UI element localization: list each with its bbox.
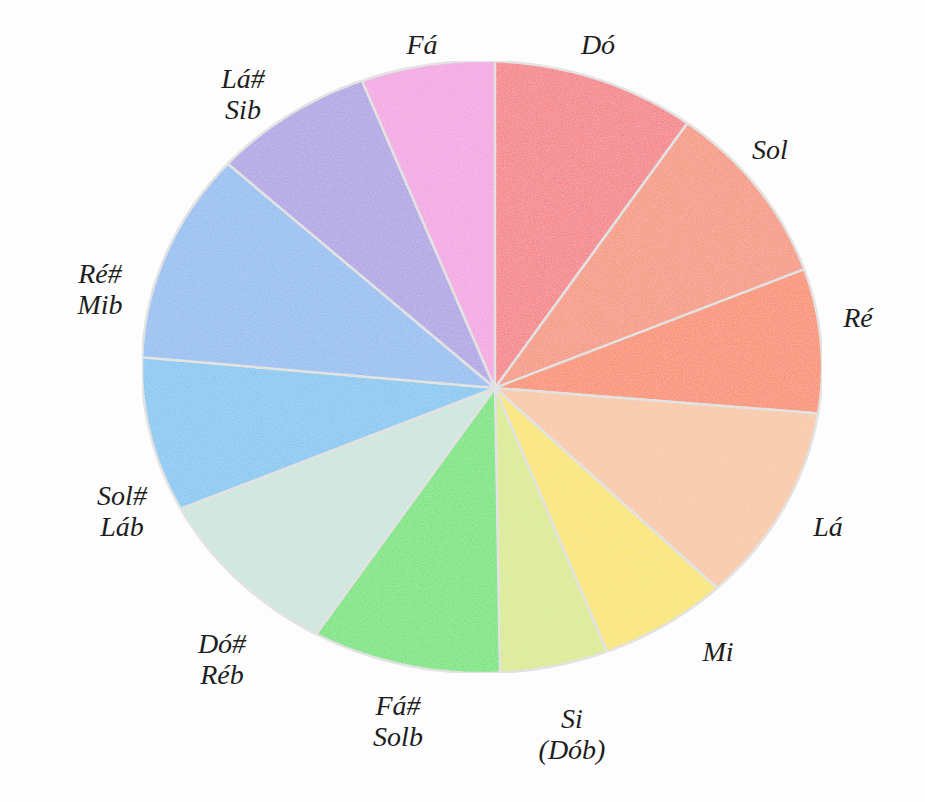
note-label: Sol [752,135,788,166]
note-label: Dó [581,30,615,61]
note-label: Dó# Réb [198,629,246,691]
note-label: Sol# Láb [97,481,147,543]
note-label: Fá [406,30,437,61]
color-wedge [362,61,495,388]
note-label: Lá [813,512,843,543]
note-label: Fá# Solb [373,691,423,753]
color-wedge [495,388,607,673]
note-label: Ré [843,303,873,334]
note-label: Mi [702,637,733,668]
note-label: Si (Dób) [539,704,606,766]
note-label: Ré# Mib [77,259,122,321]
note-label: Lá# Sib [221,64,265,126]
